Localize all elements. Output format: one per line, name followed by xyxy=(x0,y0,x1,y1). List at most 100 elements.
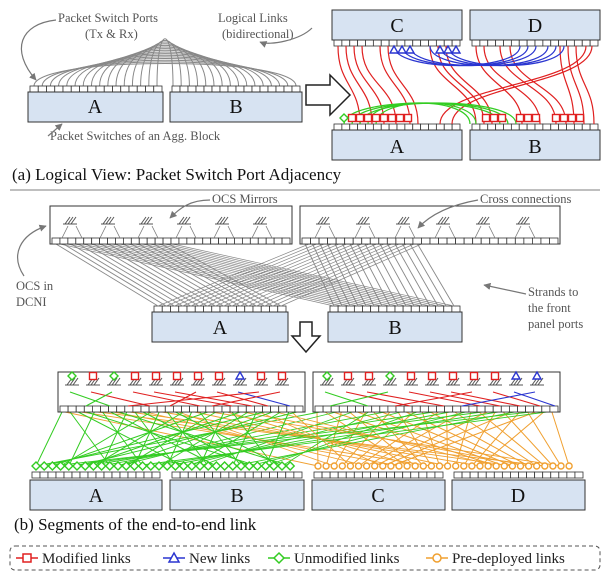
block-port-d-after xyxy=(518,471,527,479)
diamond-marker xyxy=(162,461,173,471)
strand-line xyxy=(160,243,274,307)
ocs-port-right xyxy=(395,237,405,245)
legend-triangle-marker xyxy=(167,551,181,563)
port-b-before xyxy=(203,85,213,93)
ocs-mirror-icon xyxy=(135,377,142,386)
unmodified-strand xyxy=(158,411,249,467)
port-b-after xyxy=(503,123,512,131)
circle-marker xyxy=(395,462,403,470)
ocs-port-right xyxy=(472,237,482,245)
port-c-after xyxy=(341,39,351,47)
ocs-port-left-after xyxy=(92,405,101,413)
legend-item-new: New links xyxy=(163,551,250,567)
block-port-a xyxy=(211,305,221,313)
ocs-port-right-after xyxy=(476,405,486,413)
block-port-a xyxy=(194,305,204,313)
ocs-mirror-icon xyxy=(69,377,76,386)
ocs-port-left xyxy=(186,237,196,245)
port-a-after xyxy=(380,123,390,131)
diamond-marker xyxy=(195,461,205,471)
strand-line xyxy=(134,243,415,307)
block-port-c-after xyxy=(394,471,404,479)
strand-line xyxy=(63,243,167,307)
block-port-a-after xyxy=(111,471,121,479)
ocs-mirrors-before xyxy=(51,216,559,245)
block-port-c-after xyxy=(345,471,355,479)
legend-label-modified: Modified links xyxy=(42,551,131,567)
port-c-after xyxy=(435,39,445,47)
annotation-strands-line3: panel ports xyxy=(528,317,583,331)
ocs-port-right xyxy=(344,237,354,245)
square-marker xyxy=(193,371,203,381)
ocs-port-right xyxy=(403,237,414,245)
port-b-after xyxy=(479,123,489,131)
logical-link-arc xyxy=(148,40,182,87)
ocs-mirror-icon xyxy=(363,216,370,225)
cross-connection xyxy=(265,225,273,239)
ocs-port-left xyxy=(226,237,235,245)
ocs-port-left-after xyxy=(221,405,231,413)
block-b-panel-b-before-label: B xyxy=(388,317,401,339)
strand-line xyxy=(164,243,447,307)
panel-b-segments: OCS Mirrors Cross connections OCS in DCN… xyxy=(14,192,586,534)
ocs-port-left-after xyxy=(229,405,239,413)
port-d-after xyxy=(503,39,512,47)
square-marker xyxy=(379,113,389,123)
strand-line xyxy=(97,243,375,307)
block-port-d-after xyxy=(493,471,503,479)
logical-link-arc xyxy=(131,43,199,87)
port-a-after xyxy=(349,123,359,131)
block-port-c-after xyxy=(386,471,396,479)
port-a-after xyxy=(357,123,366,131)
port-a-before xyxy=(112,85,122,93)
port-b-after xyxy=(558,123,567,131)
port-a-before xyxy=(46,85,56,93)
block-port-c-after xyxy=(402,471,412,479)
diamond-marker xyxy=(219,461,230,471)
square-marker xyxy=(395,113,405,123)
circle-marker xyxy=(435,462,444,470)
ocs-mirror-icon xyxy=(146,216,153,225)
circle-marker xyxy=(484,462,492,470)
ocs-mirror-icon xyxy=(495,377,502,386)
logical-link-arc xyxy=(74,54,256,87)
triangle-marker xyxy=(442,44,454,54)
circle-marker xyxy=(379,462,387,470)
block-port-b xyxy=(410,305,420,313)
triangle-marker xyxy=(434,44,446,54)
square-marker xyxy=(531,113,541,123)
block-d-after xyxy=(469,9,601,41)
block-port-a-after xyxy=(103,471,113,479)
modified-link xyxy=(499,45,557,125)
ocs-port-left xyxy=(123,237,132,245)
block-c-after-label: C xyxy=(390,15,403,37)
ocs-port-right-after xyxy=(427,405,437,413)
strand-line xyxy=(100,243,208,307)
block-port-a xyxy=(236,305,246,313)
circle-marker xyxy=(452,462,460,470)
port-c-after xyxy=(412,39,422,47)
ocs-port-right-after xyxy=(549,405,559,413)
unmodified-strand xyxy=(191,411,281,467)
strand-line xyxy=(190,243,340,307)
ocs-mirror-icon xyxy=(184,216,191,225)
ocs-port-left-after xyxy=(270,405,280,413)
port-d-after xyxy=(487,39,497,47)
port-c-after xyxy=(380,39,390,47)
diamond-marker xyxy=(113,461,123,471)
strand-line xyxy=(149,243,431,307)
ocs-port-left xyxy=(83,237,93,245)
strand-line xyxy=(182,243,332,307)
block-port-d-after xyxy=(542,471,552,479)
circle-marker xyxy=(338,462,346,470)
port-b-before xyxy=(171,85,181,93)
square-marker xyxy=(403,113,413,123)
cross-connection xyxy=(227,225,235,239)
port-a-after xyxy=(396,123,406,131)
unmodified-strand xyxy=(52,411,208,467)
block-port-c-after xyxy=(353,471,363,479)
unmodified-strand xyxy=(68,411,483,467)
block-port-c-after xyxy=(410,471,420,479)
block-port-b-after xyxy=(277,471,287,479)
ocs-port-left xyxy=(59,237,69,245)
